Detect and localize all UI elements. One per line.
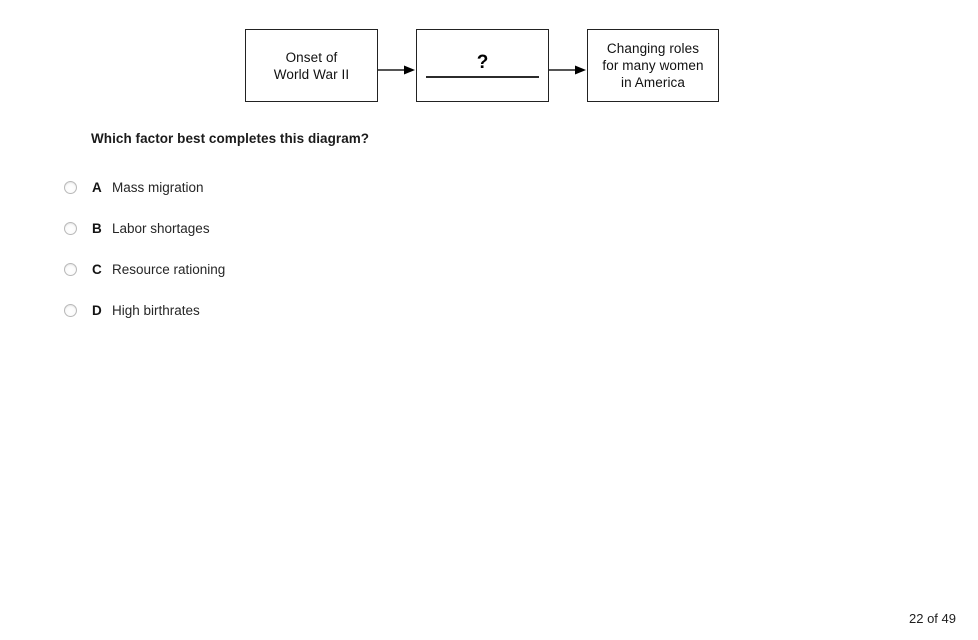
cause-effect-flow-diagram: Onset of World War II ? Changing roles f… — [245, 29, 719, 104]
option-text-a: Mass migration — [112, 179, 204, 195]
answer-option-c[interactable]: C Resource rationing — [64, 258, 484, 280]
option-text-b: Labor shortages — [112, 220, 210, 236]
option-letter-b: B — [92, 220, 102, 236]
option-text-d: High birthrates — [112, 302, 200, 318]
flow-box-effect-label: Changing roles for many women in America — [602, 41, 704, 90]
flow-box-cause-label: Onset of World War II — [273, 49, 350, 82]
radio-button-d[interactable] — [64, 303, 77, 317]
blank-rule-line — [426, 76, 539, 78]
flow-box-blank: ? — [416, 29, 549, 102]
radio-button-a[interactable] — [64, 180, 77, 194]
option-letter-c: C — [92, 261, 102, 277]
flow-box-effect: Changing roles for many women in America — [587, 29, 719, 102]
question-stem: Which factor best completes this diagram… — [91, 131, 370, 146]
radio-button-c[interactable] — [64, 262, 77, 276]
arrow-right-icon-2 — [549, 65, 587, 75]
arrow-right-icon-1 — [378, 65, 416, 75]
answer-option-d[interactable]: D High birthrates — [64, 299, 484, 321]
flow-box-cause: Onset of World War II — [245, 29, 378, 102]
option-text-c: Resource rationing — [112, 261, 226, 277]
answer-option-a[interactable]: A Mass migration — [64, 176, 484, 198]
blank-answer-slot: ? — [417, 52, 548, 78]
answer-option-b[interactable]: B Labor shortages — [64, 217, 484, 239]
radio-button-b[interactable] — [64, 221, 77, 235]
page-indicator: 22 of 49 — [909, 611, 956, 626]
answer-options-list: A Mass migration B Labor shortages C Res… — [64, 176, 484, 340]
question-mark-glyph: ? — [476, 52, 489, 74]
option-letter-d: D — [92, 302, 102, 318]
option-letter-a: A — [92, 179, 102, 195]
